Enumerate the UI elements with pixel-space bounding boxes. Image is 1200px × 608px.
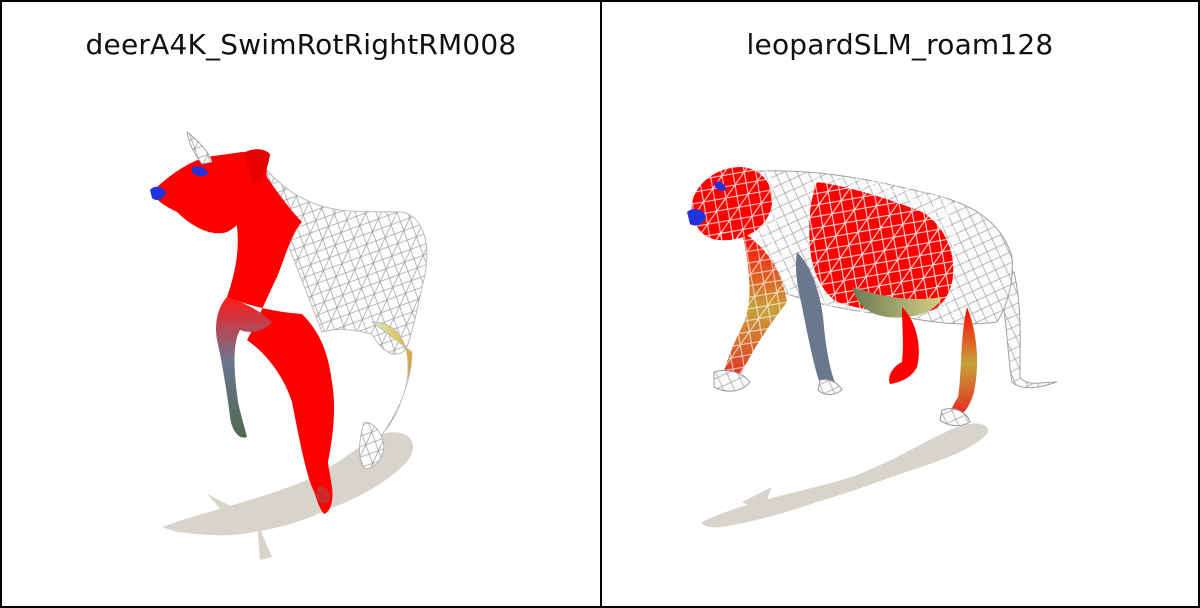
leopard-viewport — [602, 82, 1198, 602]
panel-deer: deerA4K_SwimRotRightRM008 — [2, 2, 600, 606]
deer-eye-blue — [192, 166, 208, 177]
deer-front-leg-raised — [216, 297, 272, 438]
deer-head-red — [152, 152, 267, 234]
panel-title-deer: deerA4K_SwimRotRightRM008 — [85, 28, 517, 61]
leopard-hind-leg-right — [950, 307, 978, 420]
deer-render — [150, 131, 428, 560]
deer-viewport — [2, 82, 598, 602]
deer-ear-mesh — [186, 131, 213, 165]
leopard-ear-blue — [714, 181, 726, 191]
leopard-head-wire — [687, 164, 777, 244]
leopard-front-leg-right — [795, 252, 837, 390]
leopard-tail — [996, 271, 1058, 389]
leopard-hind-leg-left — [889, 307, 919, 384]
leopard-hind-paw — [939, 408, 971, 427]
panel-leopard: leopardSLM_roam128 — [600, 2, 1198, 606]
deer-ear-red — [245, 149, 270, 186]
leopard-render — [687, 164, 1058, 528]
deer-hoof — [316, 485, 330, 504]
deer-shadow — [162, 432, 413, 560]
leopard-paw-left — [713, 369, 751, 392]
leopard-belly — [852, 287, 942, 318]
deer-front-leg-planted — [292, 382, 333, 514]
deer-nose-blue — [150, 186, 166, 200]
leopard-wire-overlay — [807, 177, 957, 317]
leopard-paw-right — [817, 379, 843, 395]
panel-title-leopard: leopardSLM_roam128 — [746, 28, 1054, 61]
deer-hind-foot — [359, 421, 385, 469]
deer-body-mesh — [251, 151, 428, 355]
leopard-shadow — [702, 423, 988, 528]
leopard-front-leg-wire — [717, 232, 792, 392]
leopard-snout-blue — [687, 208, 706, 226]
